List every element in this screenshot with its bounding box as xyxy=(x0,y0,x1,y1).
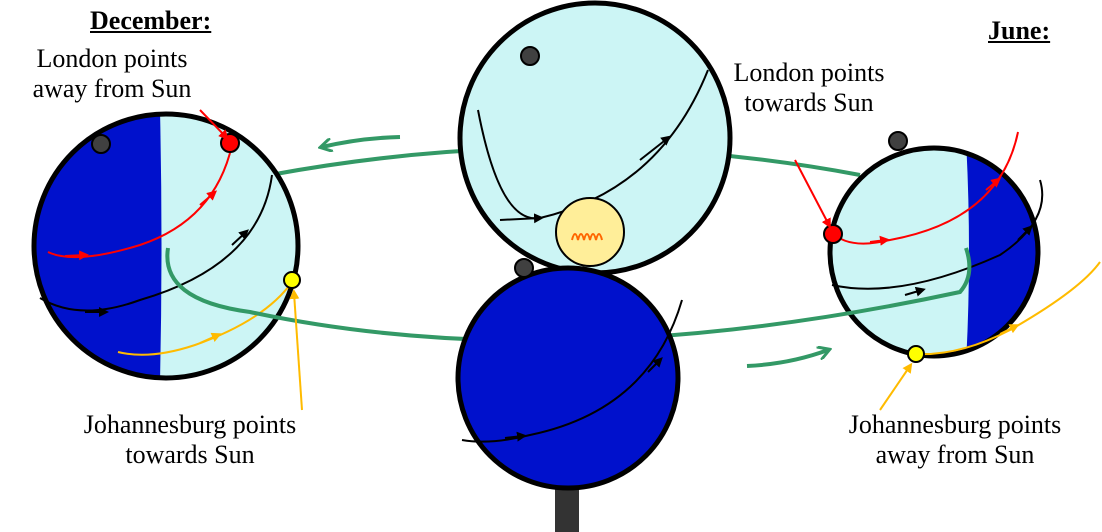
june-johannesburg-dot xyxy=(907,345,925,363)
december-london-pointer xyxy=(199,109,229,140)
june-heading: June: xyxy=(988,16,1051,45)
december-london-path xyxy=(47,144,233,259)
june-globe xyxy=(823,131,1101,363)
december-globe xyxy=(31,111,301,381)
december-johannesburg-path xyxy=(117,281,293,356)
december-johannesburg-pointer xyxy=(289,289,303,411)
december-pole-dot xyxy=(91,134,111,154)
december-johannesburg-dot xyxy=(283,271,301,289)
bottom-globe xyxy=(455,258,683,532)
june-london-path xyxy=(831,131,1019,245)
sun-bulb-icon xyxy=(555,197,625,267)
december-london-label: London points away from Sun xyxy=(32,44,192,103)
orbit-arrow-left xyxy=(322,135,401,147)
december-london-dot xyxy=(220,133,240,153)
june-london-label: London points towards Sun xyxy=(733,58,885,117)
june-london-pointer xyxy=(794,159,831,229)
june-pole-dot xyxy=(888,131,908,151)
june-london-dot xyxy=(823,224,843,244)
june-johannesburg-label: Johannesburg points away from Sun xyxy=(848,410,1062,469)
december-johannesburg-label: Johannesburg points towards Sun xyxy=(83,410,297,469)
orbit-arrow-right xyxy=(746,350,828,368)
december-heading: December: xyxy=(90,6,212,35)
top-globe-pole-dot xyxy=(520,46,540,66)
june-johannesburg-pointer xyxy=(879,362,913,411)
bottom-globe-pole-dot xyxy=(514,258,534,278)
